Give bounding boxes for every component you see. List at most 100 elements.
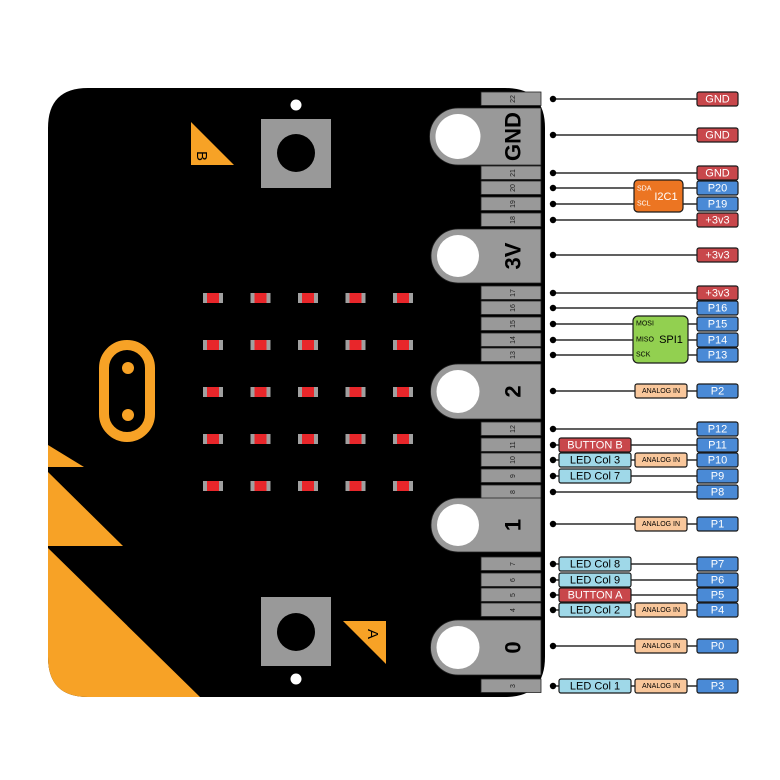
- led: [250, 387, 271, 397]
- pin-strip: [480, 300, 542, 315]
- pin-label-box: [696, 572, 739, 588]
- analog-label-box: [634, 602, 688, 618]
- led: [298, 387, 318, 397]
- analog-label-box: [634, 452, 688, 468]
- led-die: [254, 434, 267, 444]
- function-label-text: BUTTON A: [568, 590, 623, 602]
- led: [250, 293, 271, 303]
- wire-dot: [549, 289, 557, 297]
- pad-gnd: GND: [429, 107, 542, 166]
- pin-number: 18: [510, 216, 517, 224]
- function-label-box: [558, 452, 632, 468]
- led-matrix: [203, 293, 413, 491]
- pin-strip: [480, 91, 542, 106]
- wire-dot: [549, 351, 557, 359]
- wire-dot: [549, 441, 557, 449]
- pin-row: P19: [549, 196, 739, 212]
- led-die: [254, 387, 267, 397]
- led-die: [349, 434, 362, 444]
- pin-number: 21: [510, 169, 517, 177]
- led-die: [349, 481, 362, 491]
- wire-dot: [549, 472, 557, 480]
- edge-pin-9: 9: [480, 468, 542, 483]
- pin-label-text: P9: [711, 471, 724, 483]
- function-label-box: [558, 602, 632, 618]
- i2c-line-scl: SCL: [637, 201, 651, 208]
- button-a-cap[interactable]: [277, 613, 315, 651]
- pin-strip: [480, 421, 542, 436]
- pad-label: 2: [501, 385, 526, 397]
- mounting-hole-top: [290, 99, 302, 111]
- pin-number: 11: [510, 441, 517, 448]
- wire-dot: [549, 200, 557, 208]
- wire-dot: [549, 642, 557, 650]
- led-die: [254, 293, 267, 303]
- led: [393, 293, 413, 303]
- led-die: [349, 387, 362, 397]
- led-die: [302, 387, 314, 397]
- pin-number: 17: [510, 289, 517, 297]
- pad-label: 1: [501, 519, 526, 531]
- pin-row: P16: [549, 300, 739, 316]
- pin-label-text: P7: [711, 559, 724, 571]
- pin-strip: [480, 332, 542, 347]
- pin-label-text: GND: [705, 94, 730, 106]
- led: [393, 481, 413, 491]
- pin-strip: [480, 678, 542, 693]
- triangle-large: [48, 548, 200, 697]
- wire-dot: [549, 520, 557, 528]
- edge-pin-20: 20: [480, 180, 542, 195]
- edge-pin-5: 5: [480, 587, 542, 602]
- function-label-box: [558, 587, 632, 603]
- edge-pin-18: 18: [480, 212, 542, 227]
- pin-label-text: P12: [708, 424, 728, 436]
- pin-label-text: P3: [711, 681, 724, 693]
- wire-dot: [549, 488, 557, 496]
- pin-strip: [480, 285, 542, 300]
- pin-strip: [480, 165, 542, 180]
- edge-pin-21: 21: [480, 165, 542, 180]
- led: [298, 340, 318, 350]
- wire-dot: [549, 251, 557, 259]
- pad-hole: [437, 504, 479, 546]
- pin-row: GND: [549, 127, 739, 143]
- pin-strip: [480, 602, 542, 617]
- pin-label-text: P6: [711, 575, 724, 587]
- pin-number: 8: [510, 490, 517, 494]
- pin-number: 12: [510, 425, 517, 433]
- edge-pin-3: 3: [480, 678, 542, 693]
- button-b-cap[interactable]: [277, 134, 315, 172]
- triangle-mid: [48, 472, 123, 546]
- edge-pin-6: 6: [480, 572, 542, 587]
- pin-label-box: [696, 316, 739, 332]
- led-die: [397, 387, 409, 397]
- button-b[interactable]: B: [191, 119, 331, 188]
- pad-2: 2: [430, 363, 542, 420]
- pin-label-text: P20: [708, 183, 728, 195]
- led: [345, 293, 366, 303]
- led: [345, 481, 366, 491]
- analog-label-text: ANALOG IN: [642, 607, 680, 614]
- pin-number: 3: [510, 684, 517, 688]
- edge-connector: 222120191817161514131211109876543GND3V21…: [429, 91, 542, 693]
- pin-strip: [480, 347, 542, 362]
- wire-dot: [549, 169, 557, 177]
- pin-strip: [480, 180, 542, 195]
- edge-pin-19: 19: [480, 196, 542, 211]
- analog-label-box: [634, 516, 688, 532]
- button-a[interactable]: A: [261, 597, 386, 666]
- spi-box: [632, 315, 689, 364]
- pin-label-box: [696, 678, 739, 694]
- pin-strip: [480, 316, 542, 331]
- wire-dot: [549, 336, 557, 344]
- analog-label-text: ANALOG IN: [642, 457, 680, 464]
- board-outline: [48, 88, 545, 697]
- wire-dot: [549, 456, 557, 464]
